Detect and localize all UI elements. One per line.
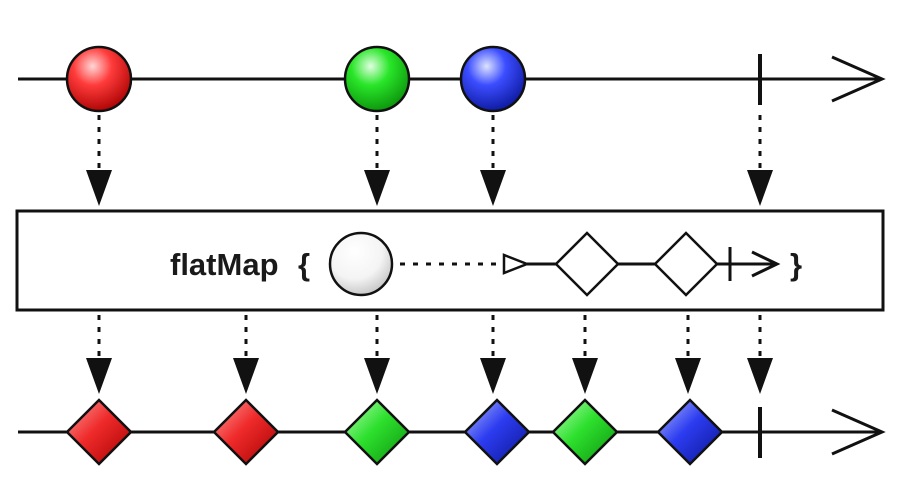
diamond-marble-icon <box>656 398 724 466</box>
diamond-marble-icon <box>551 398 619 466</box>
diamond-marble-icon <box>212 398 280 466</box>
arrowhead-icon <box>831 408 886 456</box>
operator-box-frame <box>15 209 885 312</box>
circle-marble-icon <box>328 231 394 297</box>
down-arrow-icon <box>86 358 112 394</box>
down-arrow-icon <box>233 358 259 394</box>
down-arrow-icon <box>86 170 112 206</box>
upper-connectors <box>86 115 773 206</box>
circle-marble-icon <box>459 45 527 113</box>
open-triangle-icon <box>502 253 531 275</box>
diamond-marble-icon <box>65 398 133 466</box>
circle-marble-icon <box>65 45 133 113</box>
diamond-marble-icon <box>463 398 531 466</box>
down-arrow-icon <box>364 170 390 206</box>
arrowhead-icon <box>751 250 781 278</box>
down-arrow-icon <box>480 358 506 394</box>
operator-open-brace: { <box>298 247 310 282</box>
source-timeline <box>18 45 886 113</box>
down-arrow-icon <box>747 358 773 394</box>
arrowhead-icon <box>831 55 886 103</box>
down-arrow-icon <box>747 170 773 206</box>
lower-connectors <box>86 315 773 394</box>
diamond-marble-icon <box>653 231 719 297</box>
down-arrow-icon <box>675 358 701 394</box>
operator-box: flatMap { } <box>15 209 885 312</box>
result-timeline <box>18 398 886 466</box>
operator-name: flatMap <box>170 247 279 282</box>
diamond-marble-icon <box>554 231 620 297</box>
down-arrow-icon <box>364 358 390 394</box>
circle-marble-icon <box>343 45 411 113</box>
diamond-marble-icon <box>343 398 411 466</box>
down-arrow-icon <box>480 170 506 206</box>
operator-close-brace: } <box>790 247 802 282</box>
down-arrow-icon <box>572 358 598 394</box>
